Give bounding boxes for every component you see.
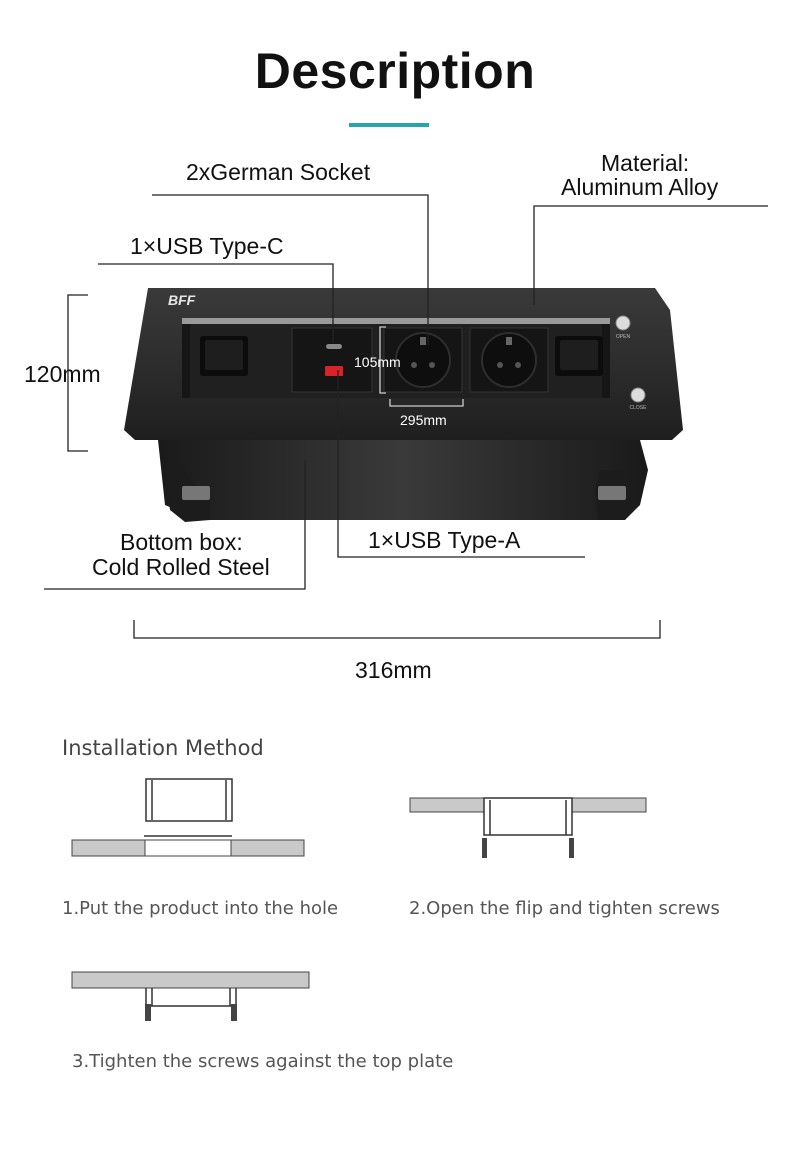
step3-diagram xyxy=(71,971,310,1021)
callout-lines xyxy=(44,194,768,639)
inner-height-dimension: 105mm xyxy=(354,354,401,370)
open-button-visual: OPEN xyxy=(615,315,631,340)
open-label: OPEN xyxy=(616,334,631,340)
title-underline xyxy=(349,123,429,127)
bottom-box-callout-line1: Bottom box: xyxy=(120,529,243,555)
step1-diagram xyxy=(71,778,305,857)
right-switch xyxy=(555,336,603,376)
install-step-3: 3.Tighten the screws against the top pla… xyxy=(72,1051,454,1072)
install-step-1: 1.Put the product into the hole xyxy=(62,898,339,919)
page-title: Description xyxy=(254,43,536,99)
inner-dimension-lines xyxy=(379,326,464,407)
german-socket-1 xyxy=(383,327,463,393)
inner-width-dimension: 295mm xyxy=(400,412,447,428)
width-dimension: 316mm xyxy=(355,657,432,683)
bottom-box xyxy=(158,440,648,522)
usb-c-callout: 1×USB Type-C xyxy=(130,233,284,259)
close-label: CLOSE xyxy=(630,405,648,411)
install-step-2: 2.Open the flip and tighten screws xyxy=(409,898,720,919)
material-callout-line2: Aluminum Alloy xyxy=(561,174,719,200)
usb-a-callout: 1×USB Type-A xyxy=(368,527,521,553)
installation-title: Installation Method xyxy=(62,736,264,760)
left-switch xyxy=(200,336,248,376)
usb-c-port xyxy=(326,344,342,349)
close-button-visual: CLOSE xyxy=(630,387,648,411)
height-dimension: 120mm xyxy=(24,361,101,387)
step2-diagram xyxy=(409,797,647,858)
material-callout-line1: Material: xyxy=(601,150,690,176)
german-socket-2 xyxy=(469,327,549,393)
german-socket-callout: 2xGerman Socket xyxy=(186,159,371,185)
brand-logo: BFF xyxy=(168,292,196,308)
usb-module xyxy=(291,327,373,393)
bottom-box-callout-line2: Cold Rolled Steel xyxy=(92,554,270,580)
